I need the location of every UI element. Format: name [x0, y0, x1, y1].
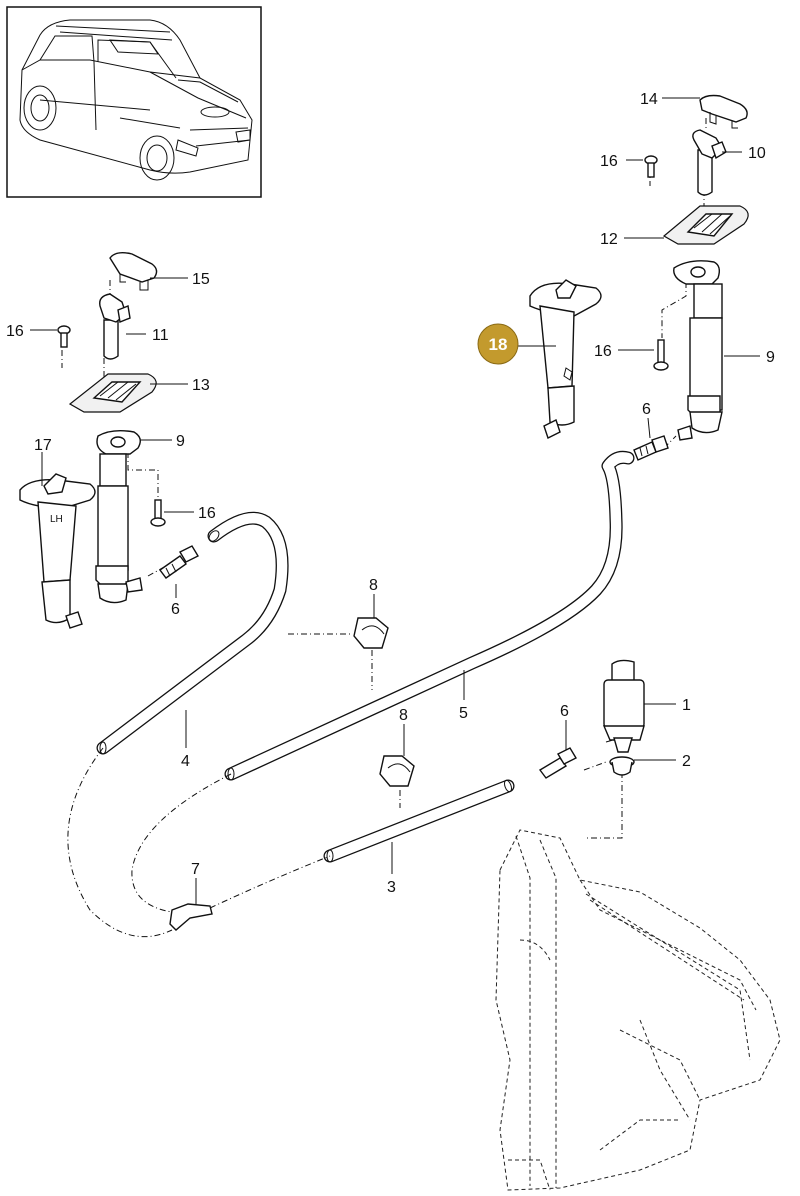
telescopic-cylinder-9-left — [95, 429, 143, 604]
callout-16-right[interactable]: 16 — [594, 343, 612, 360]
callout-14[interactable]: 14 — [640, 91, 658, 108]
hose-clamp-8-top — [353, 617, 389, 649]
connector-6-right — [633, 435, 669, 461]
callout-9-right[interactable]: 9 — [766, 349, 775, 366]
nozzle-11 — [99, 293, 131, 360]
callout-8-top[interactable]: 8 — [369, 577, 378, 594]
callout-16-left[interactable]: 16 — [198, 505, 216, 522]
washer-nozzle-18 — [529, 279, 602, 439]
callouts: 14 10 16 12 16 9 6 15 11 16 13 9 17 16 6… — [6, 91, 775, 896]
hose-5 — [224, 450, 635, 781]
bolt-16-right — [653, 339, 669, 371]
bolt-16-top — [644, 155, 658, 178]
callout-3[interactable]: 3 — [387, 879, 396, 896]
bolt-16-left — [150, 499, 166, 527]
bolt-16-left-top — [57, 325, 71, 348]
telescopic-cylinder-9-right — [673, 260, 723, 441]
hose-3 — [323, 779, 515, 863]
callout-13[interactable]: 13 — [192, 377, 210, 394]
callout-6-bottom[interactable]: 6 — [560, 703, 569, 720]
nozzle-10 — [692, 129, 727, 196]
washer-reservoir — [495, 829, 781, 1191]
callout-12[interactable]: 12 — [600, 231, 618, 248]
trim-12 — [662, 205, 749, 245]
grommet-2 — [609, 756, 635, 776]
callout-5[interactable]: 5 — [459, 705, 468, 722]
washer-pump-1 — [602, 659, 645, 753]
callout-7[interactable]: 7 — [191, 861, 200, 878]
connector-6-bottom — [538, 747, 577, 779]
hose-4 — [96, 511, 289, 755]
leader-lines — [30, 97, 760, 904]
washer-nozzle-17: LH — [19, 473, 96, 629]
callout-18-badge[interactable] — [477, 323, 519, 365]
callout-16-top[interactable]: 16 — [600, 153, 618, 170]
callout-1[interactable]: 1 — [682, 697, 691, 714]
connector-6-left — [159, 545, 199, 579]
y-piece-7 — [169, 903, 213, 931]
callout-17[interactable]: 17 — [34, 437, 52, 454]
callout-16-left-top[interactable]: 16 — [6, 323, 24, 340]
callout-8-bottom[interactable]: 8 — [399, 707, 408, 724]
callout-6-left[interactable]: 6 — [171, 601, 180, 618]
callout-15[interactable]: 15 — [192, 271, 210, 288]
trim-13 — [68, 373, 157, 413]
vehicle-thumbnail — [6, 6, 262, 198]
connection-lines — [61, 118, 707, 938]
hose-clamp-8-bottom — [379, 755, 415, 787]
callout-9-left[interactable]: 9 — [176, 433, 185, 450]
callout-10[interactable]: 10 — [748, 145, 766, 162]
lh-stamp: LH — [50, 514, 63, 525]
callout-2[interactable]: 2 — [682, 753, 691, 770]
callout-18[interactable]: 18 — [489, 335, 508, 354]
callout-6-right[interactable]: 6 — [642, 401, 651, 418]
cover-cap-14 — [699, 94, 748, 129]
callout-4[interactable]: 4 — [181, 753, 190, 770]
callout-11[interactable]: 11 — [152, 327, 169, 344]
cover-cap-15 — [109, 251, 158, 291]
